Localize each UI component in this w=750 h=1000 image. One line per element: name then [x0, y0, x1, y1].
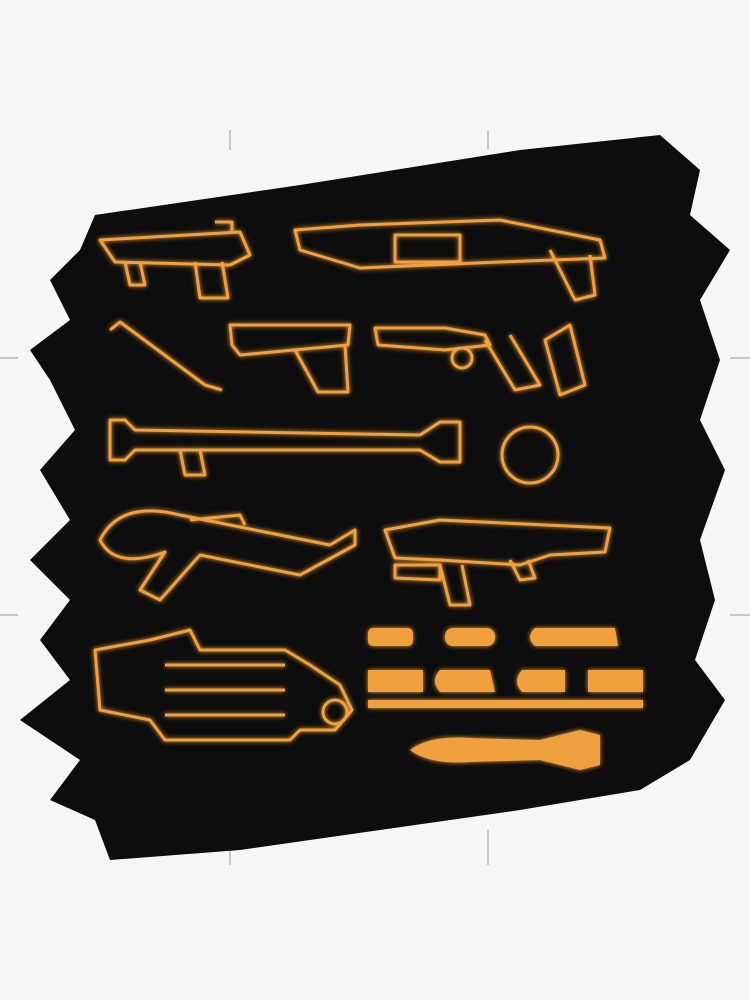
- assault-rifle-icon: [383, 518, 612, 607]
- crossbow-icon: [98, 509, 357, 602]
- revolver-icon: [373, 326, 542, 392]
- submachine-gun-icon: [98, 220, 252, 300]
- rocket-launcher-icon: [108, 418, 462, 477]
- shotgun-icon: [293, 218, 607, 302]
- alien-grenade-icon: [500, 425, 560, 485]
- gravity-gun-icon: [93, 628, 354, 742]
- ammo-icon: [368, 628, 643, 708]
- brush-stroke-background: [20, 135, 730, 860]
- rocket-icon: [410, 730, 600, 770]
- pistol-icon: [228, 323, 352, 394]
- crowbar-icon: [109, 320, 223, 392]
- grenade-icon: [543, 323, 587, 397]
